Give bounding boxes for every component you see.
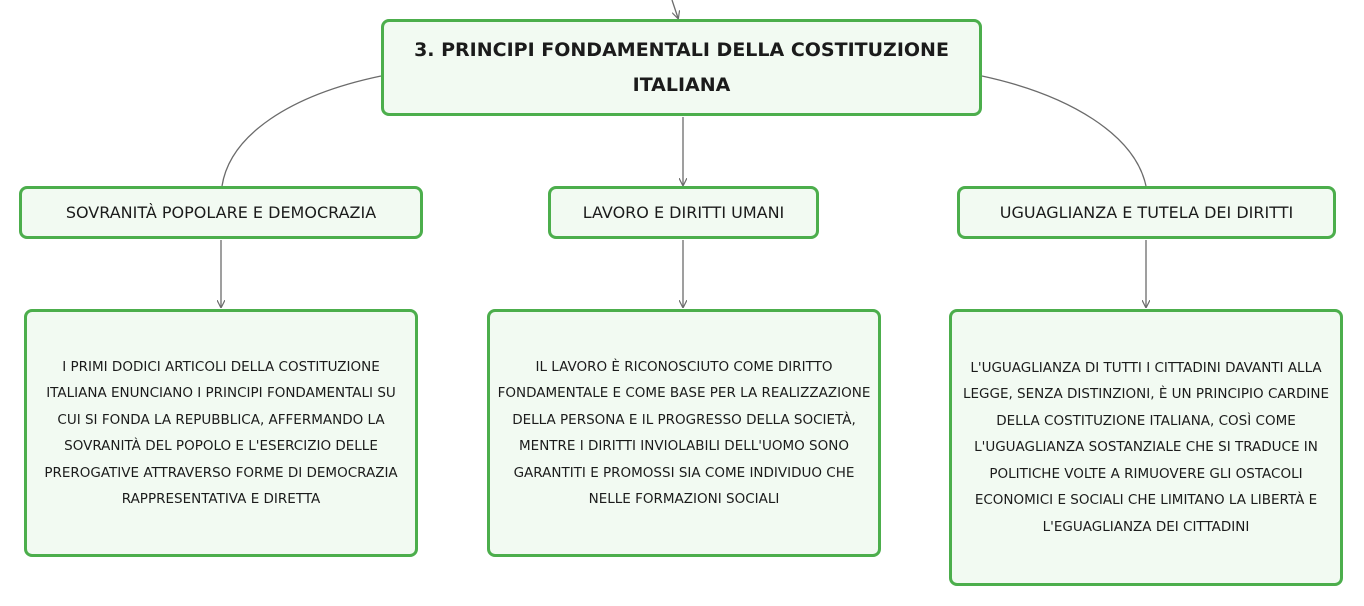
connector-root-to-uguaglianza bbox=[981, 75, 1147, 187]
detail-text: I PRIMI DODICI ARTICOLI DELLA COSTITUZIO… bbox=[44, 358, 398, 508]
detail-node-sovranita[interactable]: I PRIMI DODICI ARTICOLI DELLA COSTITUZIO… bbox=[24, 309, 418, 557]
branch-node-sovranita[interactable]: SOVRANITÀ POPOLARE E DEMOCRAZIA bbox=[19, 186, 423, 239]
connector-root-to-sovranita bbox=[221, 75, 382, 187]
root-title: 3. PRINCIPI FONDAMENTALI DELLA COSTITUZI… bbox=[414, 38, 949, 96]
root-node[interactable]: 3. PRINCIPI FONDAMENTALI DELLA COSTITUZI… bbox=[381, 19, 982, 116]
detail-node-lavoro[interactable]: IL LAVORO È RICONOSCIUTO COME DIRITTO FO… bbox=[487, 309, 881, 557]
connector-parent-to-root bbox=[671, 0, 678, 18]
branch-label: UGUAGLIANZA E TUTELA DEI DIRITTI bbox=[999, 202, 1294, 222]
detail-text: IL LAVORO È RICONOSCIUTO COME DIRITTO FO… bbox=[497, 358, 871, 508]
detail-text: L'UGUAGLIANZA DI TUTTI I CITTADINI DAVAN… bbox=[962, 359, 1330, 535]
branch-label: SOVRANITÀ POPOLARE E DEMOCRAZIA bbox=[65, 202, 377, 222]
branch-label: LAVORO E DIRITTI UMANI bbox=[582, 202, 785, 222]
branch-node-lavoro[interactable]: LAVORO E DIRITTI UMANI bbox=[548, 186, 819, 239]
branch-node-uguaglianza[interactable]: UGUAGLIANZA E TUTELA DEI DIRITTI bbox=[957, 186, 1336, 239]
detail-node-uguaglianza[interactable]: L'UGUAGLIANZA DI TUTTI I CITTADINI DAVAN… bbox=[949, 309, 1343, 586]
